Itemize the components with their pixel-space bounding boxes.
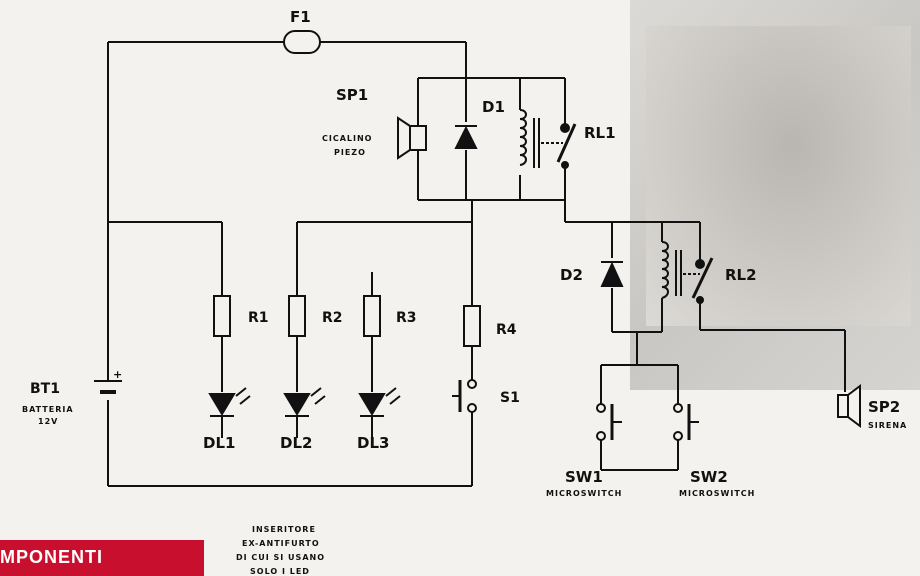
label-rl2: RL2 (725, 266, 757, 284)
label-bt1-desc1: BATTERIA (22, 405, 74, 414)
led-dl1-symbol (208, 387, 251, 417)
label-r2: R2 (322, 310, 343, 326)
relay-rl2-coil (661, 241, 682, 299)
label-sw1: SW1 (565, 468, 603, 486)
label-sp1: SP1 (336, 86, 368, 104)
diode-d2-symbol (600, 261, 624, 287)
microswitch-sw1-symbol (596, 403, 622, 441)
note-line3: DI CUI SI USANO (236, 553, 325, 562)
resistor-r2-symbol (288, 295, 306, 337)
resistor-r4-symbol (463, 305, 481, 347)
label-rl1: RL1 (584, 124, 616, 142)
label-sw2: SW2 (690, 468, 728, 486)
buzzer-sp1-symbol (397, 116, 427, 160)
label-d2: D2 (560, 266, 583, 284)
led-dl3-symbol (358, 387, 401, 417)
label-battery-plus: + (113, 368, 122, 381)
switch-s1-symbol (452, 379, 477, 413)
note-line1: INSERITORE (252, 525, 316, 534)
note-line2: EX-ANTIFURTO (242, 539, 320, 548)
background-photo (630, 0, 920, 390)
note-line4: SOLO I LED (250, 567, 310, 576)
label-r4: R4 (496, 322, 517, 338)
siren-sp2-symbol (837, 384, 861, 428)
label-sp1-desc2: PIEZO (334, 148, 366, 157)
led-dl2-symbol (283, 387, 326, 417)
label-bt1: BT1 (30, 381, 60, 397)
diode-d1-symbol (454, 125, 478, 149)
battery-bt1-symbol (94, 380, 122, 394)
label-sp2-desc: SIRENA (868, 421, 907, 430)
label-bt1-desc2: 12V (38, 417, 58, 426)
label-s1: S1 (500, 390, 520, 406)
relay-rl1-coil (519, 109, 540, 168)
resistor-r1-symbol (213, 295, 231, 337)
label-dl3: DL3 (357, 434, 389, 452)
label-r1: R1 (248, 310, 269, 326)
label-sp1-desc1: CICALINO (322, 134, 372, 143)
fuse-f1-symbol (283, 30, 321, 54)
relay-rl1-contact (541, 123, 577, 169)
label-f1: F1 (290, 8, 311, 26)
label-sw2-desc: MICROSWITCH (679, 489, 755, 498)
label-d1: D1 (482, 98, 505, 116)
relay-rl2-contact (683, 257, 714, 304)
label-dl2: DL2 (280, 434, 312, 452)
label-r3: R3 (396, 310, 417, 326)
label-dl1: DL1 (203, 434, 235, 452)
section-banner: MPONENTI (0, 540, 204, 576)
microswitch-sw2-symbol (673, 403, 699, 441)
label-sw1-desc: MICROSWITCH (546, 489, 622, 498)
resistor-r3-symbol (363, 295, 381, 337)
banner-title: MPONENTI (0, 547, 104, 567)
label-sp2: SP2 (868, 398, 900, 416)
